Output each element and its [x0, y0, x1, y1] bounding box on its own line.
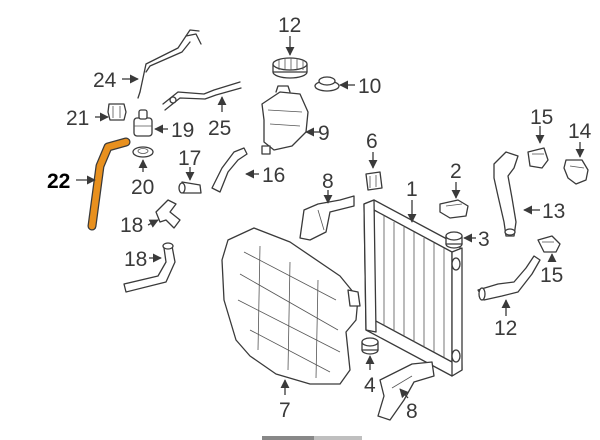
callout-6: 7: [279, 399, 291, 422]
callout-2: 2: [450, 160, 462, 183]
callout-21: 20: [131, 176, 154, 199]
part-18-hose[interactable]: [123, 242, 176, 293]
callout-15-lower: 15: [540, 264, 563, 287]
callout-1: 1: [406, 178, 418, 201]
part-25-pipe[interactable]: [162, 81, 242, 111]
callout-18: 18: [124, 248, 147, 271]
callout-20: 19: [171, 119, 194, 142]
callout-8: 8: [406, 400, 418, 423]
leader-8: [399, 388, 409, 399]
part-20-sensor[interactable]: [133, 109, 153, 137]
part-23-hose[interactable]: [87, 137, 131, 231]
part-13-hose[interactable]: [493, 151, 519, 237]
callout-3: 3: [478, 228, 490, 251]
callout-17: 17: [178, 147, 201, 170]
scroll-indicator: [262, 436, 362, 440]
part-15-clamp-upper[interactable]: [527, 147, 549, 169]
callout-11: 12: [278, 14, 301, 37]
callout-12: 12: [494, 317, 517, 340]
part-17-connector[interactable]: [178, 181, 202, 194]
part-11-cap[interactable]: [272, 57, 308, 79]
callout-16: 16: [262, 164, 285, 187]
leader-19: [147, 219, 159, 228]
part-15-clamp-lower[interactable]: [537, 235, 561, 253]
callout-4: 4: [364, 374, 376, 397]
callout-9: 9: [318, 122, 330, 145]
part-4-mount[interactable]: [361, 337, 379, 355]
part-16-hose[interactable]: [211, 147, 248, 193]
part-9-reservoir[interactable]: [261, 85, 309, 155]
callout-19: 18: [120, 214, 143, 237]
part-12-hose[interactable]: [477, 255, 541, 301]
callout-7: 8: [322, 170, 334, 193]
callout-25: 25: [208, 117, 231, 140]
callout-10: 10: [358, 75, 381, 98]
callout-13: 13: [542, 200, 565, 223]
part-5-sensor[interactable]: [365, 171, 383, 191]
callout-5: 6: [366, 130, 378, 153]
part-6-shroud[interactable]: [221, 227, 361, 385]
part-1-radiator[interactable]: [363, 199, 463, 377]
part-19-tee[interactable]: [155, 199, 181, 229]
callout-23: 22: [47, 170, 70, 193]
part-3-grommet[interactable]: [445, 231, 463, 249]
callout-22: 21: [66, 107, 89, 130]
part-14-clamp[interactable]: [563, 159, 589, 185]
part-2-bracket[interactable]: [439, 199, 469, 219]
part-21-seal[interactable]: [132, 146, 154, 158]
part-24-pipe[interactable]: [137, 29, 202, 99]
callout-15-upper: 15: [530, 106, 553, 129]
part-10-cap[interactable]: [314, 76, 340, 92]
callout-24: 24: [93, 69, 117, 92]
part-22-bracket[interactable]: [107, 103, 127, 121]
part-7-bracket[interactable]: [299, 195, 355, 241]
callout-14: 14: [568, 120, 592, 143]
